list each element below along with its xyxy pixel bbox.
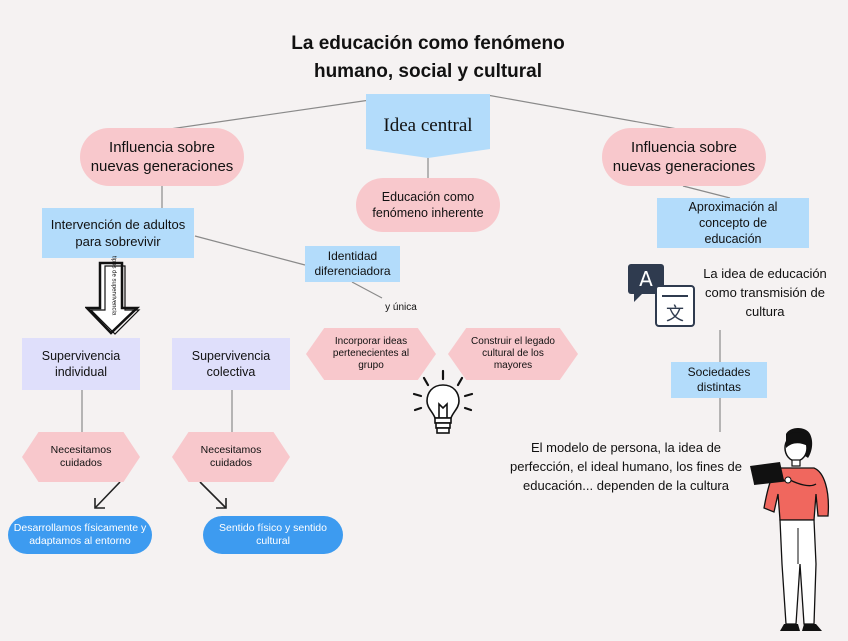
identity-node: Identidad diferenciadora — [305, 246, 400, 282]
person-with-laptop-icon — [750, 424, 842, 636]
societies-node: Sociedades distintas — [671, 362, 767, 398]
page-title: La educación como fenómeno humano, socia… — [228, 30, 628, 86]
care-right-label: Necesitamos cuidados — [192, 444, 270, 470]
influence-right-node: Influencia sobre nuevas generaciones — [602, 128, 766, 186]
unique-label: y única — [376, 302, 426, 313]
education-inherent-label: Educación como fenómeno inherente — [366, 189, 490, 221]
title-line-1: La educación como fenómeno — [228, 30, 628, 58]
result-left-node: Desarrollamos físicamente y adaptamos al… — [8, 516, 152, 554]
societies-label: Sociedades distintas — [671, 365, 767, 395]
result-right-node: Sentido físico y sentido cultural — [203, 516, 343, 554]
survival-individual-node: Supervivencia individual — [22, 338, 140, 390]
transmission-text: La idea de educación como transmisión de… — [693, 264, 837, 321]
approach-label: Aproximación al concepto de educación — [671, 199, 795, 247]
central-idea-box: Idea central — [366, 94, 490, 158]
care-right-node: Necesitamos cuidados — [172, 432, 290, 482]
intervention-label: Intervención de adultos para sobrevivir — [42, 216, 194, 250]
svg-text:文: 文 — [666, 304, 684, 325]
down-arrow-icon: tipos de supervivencia — [85, 260, 141, 336]
central-idea-label: Idea central — [383, 115, 472, 137]
survival-collective-node: Supervivencia colectiva — [172, 338, 290, 390]
care-left-label: Necesitamos cuidados — [42, 444, 120, 470]
education-inherent-node: Educación como fenómeno inherente — [356, 178, 500, 232]
lightbulb-icon — [410, 368, 476, 440]
care-left-node: Necesitamos cuidados — [22, 432, 140, 482]
cultural-legacy-label: Construir el legado cultural de los mayo… — [470, 336, 556, 372]
influence-left-node: Influencia sobre nuevas generaciones — [80, 128, 244, 186]
title-line-2: humano, social y cultural — [228, 58, 628, 86]
incorporate-ideas-label: Incorporar ideas pertenecientes al grupo — [326, 336, 416, 372]
translate-icon: A 文 — [626, 262, 698, 330]
svg-text:A: A — [639, 267, 653, 291]
approach-node: Aproximación al concepto de educación — [657, 198, 809, 248]
model-text: El modelo de persona, la idea de perfecc… — [508, 438, 744, 495]
influence-left-label: Influencia sobre nuevas generaciones — [88, 138, 236, 176]
influence-right-label: Influencia sobre nuevas generaciones — [610, 138, 758, 176]
survival-individual-label: Supervivencia individual — [40, 348, 122, 380]
arrow-label: tipos de supervivencia — [110, 256, 117, 316]
survival-collective-label: Supervivencia colectiva — [190, 348, 272, 380]
intervention-node: Intervención de adultos para sobrevivir — [42, 208, 194, 258]
result-left-label: Desarrollamos físicamente y adaptamos al… — [8, 522, 152, 548]
identity-label: Identidad diferenciadora — [305, 249, 400, 279]
result-right-label: Sentido físico y sentido cultural — [211, 522, 335, 548]
